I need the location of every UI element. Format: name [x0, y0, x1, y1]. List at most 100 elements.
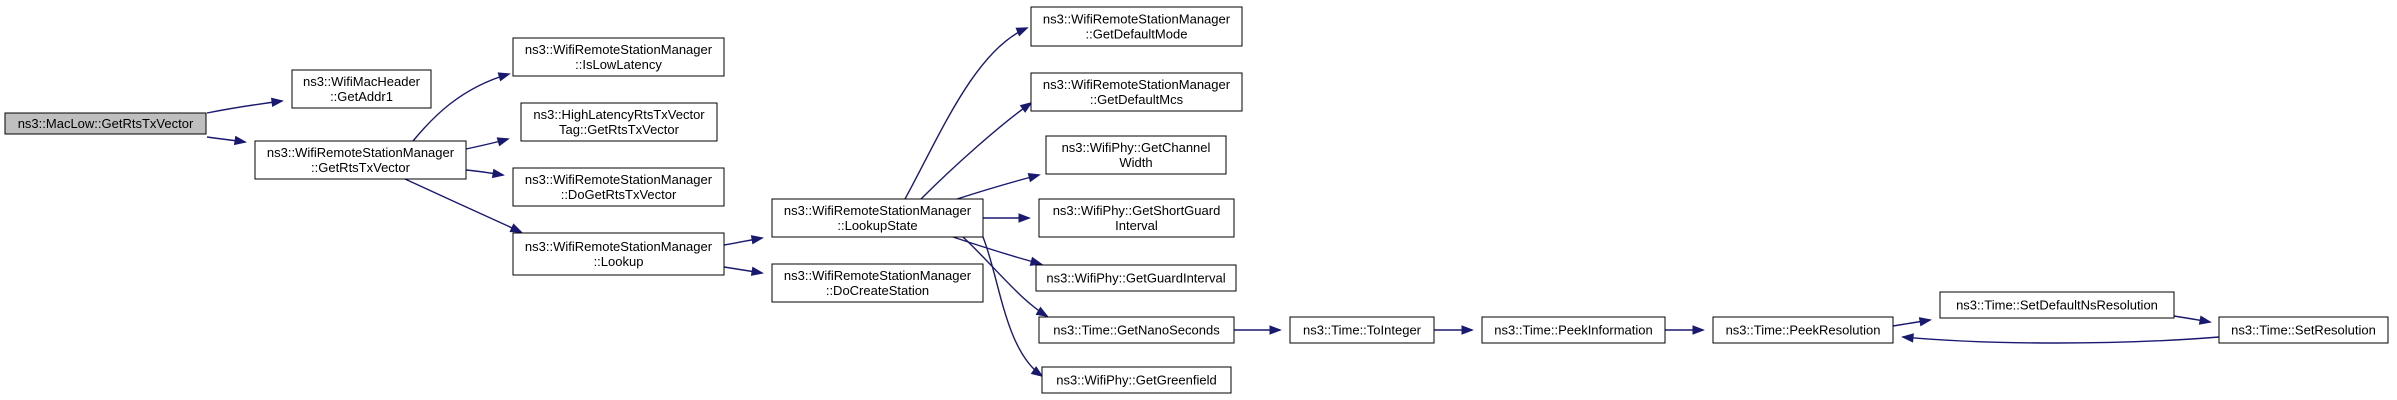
call-edge-wrsm_lookupstate-to-wifiphy_getgreenfield: [982, 236, 1044, 378]
call-edge-wrsm_lookupstate-to-wrsm_getdefaultmode: [904, 27, 1029, 200]
node-label: ns3::Time::PeekResolution: [1726, 323, 1881, 338]
call-edge-time_peekresolution-to-time_setdefaultnsresolution: [1892, 317, 1932, 327]
call-edge-time_setresolution-to-time_peekresolution: [1901, 333, 2220, 344]
arrowhead: [750, 266, 764, 276]
call-edge-wrsm_lookupstate-to-wrsm_getdefaultmcs: [920, 101, 1033, 200]
call-edge-wrsm_lookupstate-to-time_getnanoseconds: [962, 236, 1049, 317]
node-box: [1481, 316, 1666, 344]
node-box: [1038, 316, 1235, 344]
node-wrsm_getdefaultmode[interactable]: ns3::WifiRemoteStationManager::GetDefaul…: [1030, 6, 1243, 47]
arrowhead: [270, 97, 284, 108]
node-label: ns3::WifiRemoteStationManager: [525, 239, 713, 254]
node-label: Width: [1119, 155, 1152, 170]
arrowhead: [750, 235, 764, 245]
node-label: ns3::MacLow::GetRtsTxVector: [18, 116, 194, 131]
node-label: ns3::WifiRemoteStationManager: [784, 203, 972, 218]
arrowhead: [1029, 256, 1043, 266]
node-label: ns3::WifiRemoteStationManager: [267, 145, 455, 160]
node-box: [4, 112, 207, 135]
node-wifiphy_getgreenfield[interactable]: ns3::WifiPhy::GetGreenfield: [1041, 366, 1232, 394]
edge-line: [206, 100, 283, 114]
node-wifimacheader_getaddr1[interactable]: ns3::WifiMacHeader::GetAddr1: [291, 69, 432, 109]
node-box: [1041, 366, 1232, 394]
node-label: ns3::WifiRemoteStationManager: [525, 172, 713, 187]
node-label: Tag::GetRtsTxVector: [559, 122, 680, 137]
node-label: ns3::WifiRemoteStationManager: [1043, 12, 1231, 27]
edges-layer: [206, 27, 2220, 378]
node-label: ns3::WifiPhy::GetGreenfield: [1056, 373, 1216, 388]
edge-line: [904, 27, 1028, 200]
edge-line: [956, 174, 1040, 200]
node-box: [2218, 316, 2389, 344]
node-label: ns3::Time::SetResolution: [2231, 323, 2376, 338]
node-wrsm_lookupstate[interactable]: ns3::WifiRemoteStationManager::LookupSta…: [771, 198, 984, 238]
call-edge-wrsm_lookupstate-to-wifiphy_getshortguard: [983, 213, 1031, 223]
node-wrsm_getdefaultmcs[interactable]: ns3::WifiRemoteStationManager::GetDefaul…: [1030, 72, 1243, 112]
node-label: ns3::WifiMacHeader: [303, 74, 421, 89]
edge-line: [952, 236, 1042, 265]
call-edge-time_tointeger-to-time_peekinformation: [1434, 325, 1474, 335]
arrowhead: [509, 223, 523, 233]
node-box: [771, 263, 984, 303]
node-label: ::GetDefaultMode: [1086, 27, 1188, 42]
arrowhead: [1027, 173, 1041, 183]
call-edge-wrsm_lookup-to-wrsm_lookupstate: [723, 235, 764, 246]
call-edge-maclow_getrts-to-wrsm_getrtstxvector: [206, 135, 247, 146]
node-time_peekinformation[interactable]: ns3::Time::PeekInformation: [1481, 316, 1666, 344]
node-wrsm_dogetrtstxvector[interactable]: ns3::WifiRemoteStationManager::DoGetRtsT…: [512, 167, 725, 207]
node-label: ::DoCreateStation: [826, 283, 929, 298]
node-label: ns3::Time::GetNanoSeconds: [1053, 323, 1220, 338]
node-wrsm_lookup[interactable]: ns3::WifiRemoteStationManager::Lookup: [512, 232, 725, 276]
arrowhead: [1030, 366, 1044, 378]
node-box: [1289, 316, 1435, 344]
call-edge-wrsm_getrtstxvector-to-wrsm_islowlatency: [412, 72, 511, 142]
node-label: ::GetDefaultMcs: [1090, 92, 1184, 107]
node-label: ::GetRtsTxVector: [311, 160, 411, 175]
node-label: ns3::Time::PeekInformation: [1494, 323, 1652, 338]
node-label: ns3::WifiRemoteStationManager: [784, 268, 972, 283]
node-label: ns3::WifiPhy::GetShortGuard: [1053, 203, 1221, 218]
arrowhead: [1015, 27, 1029, 37]
node-label: ::Lookup: [594, 254, 644, 269]
node-label: ns3::WifiRemoteStationManager: [525, 42, 713, 57]
node-time_peekresolution[interactable]: ns3::Time::PeekResolution: [1712, 316, 1894, 344]
node-label: ns3::WifiRemoteStationManager: [1043, 77, 1231, 92]
node-label: ::GetAddr1: [330, 89, 393, 104]
node-wrsm_docreatestation[interactable]: ns3::WifiRemoteStationManager::DoCreateS…: [771, 263, 984, 303]
node-label: ::IsLowLatency: [575, 57, 662, 72]
node-time_tointeger[interactable]: ns3::Time::ToInteger: [1289, 316, 1435, 344]
node-maclow_getrts[interactable]: ns3::MacLow::GetRtsTxVector: [4, 112, 207, 135]
node-label: Interval: [1115, 218, 1158, 233]
arrowhead: [1019, 101, 1033, 113]
node-box: [512, 232, 725, 276]
node-label: ::DoGetRtsTxVector: [561, 187, 677, 202]
node-box: [1030, 72, 1243, 112]
node-wrsm_getrtstxvector[interactable]: ns3::WifiRemoteStationManager::GetRtsTxV…: [254, 140, 467, 180]
edge-line: [404, 178, 522, 233]
edge-line: [1902, 336, 2220, 344]
node-label: ns3::HighLatencyRtsTxVector: [533, 107, 705, 122]
node-box: [1035, 264, 1237, 292]
node-label: ::LookupState: [837, 218, 917, 233]
node-hlrts_getrtstxvector[interactable]: ns3::HighLatencyRtsTxVectorTag::GetRtsTx…: [520, 102, 718, 142]
node-box: [254, 140, 467, 180]
node-box: [512, 167, 725, 207]
arrowhead: [496, 137, 510, 147]
arrowhead: [2198, 315, 2212, 325]
node-wrsm_islowlatency[interactable]: ns3::WifiRemoteStationManager::IsLowLate…: [512, 37, 725, 77]
arrowhead: [1901, 333, 1914, 343]
node-box: [520, 102, 718, 142]
node-time_setdefaultnsresolution[interactable]: ns3::Time::SetDefaultNsResolution: [1939, 291, 2175, 319]
node-label: ns3::Time::SetDefaultNsResolution: [1956, 298, 2158, 313]
node-time_setresolution[interactable]: ns3::Time::SetResolution: [2218, 316, 2389, 344]
node-box: [1038, 198, 1235, 238]
call-edge-wrsm_getrtstxvector-to-wrsm_lookup: [404, 178, 523, 233]
call-edge-wrsm_lookupstate-to-wifiphy_getguardinterval: [952, 236, 1043, 266]
arrowhead: [491, 168, 505, 179]
node-wifiphy_getguardinterval[interactable]: ns3::WifiPhy::GetGuardInterval: [1035, 264, 1237, 292]
arrowhead: [497, 72, 511, 82]
node-time_getnanoseconds[interactable]: ns3::Time::GetNanoSeconds: [1038, 316, 1235, 344]
node-label: ns3::Time::ToInteger: [1303, 323, 1422, 338]
